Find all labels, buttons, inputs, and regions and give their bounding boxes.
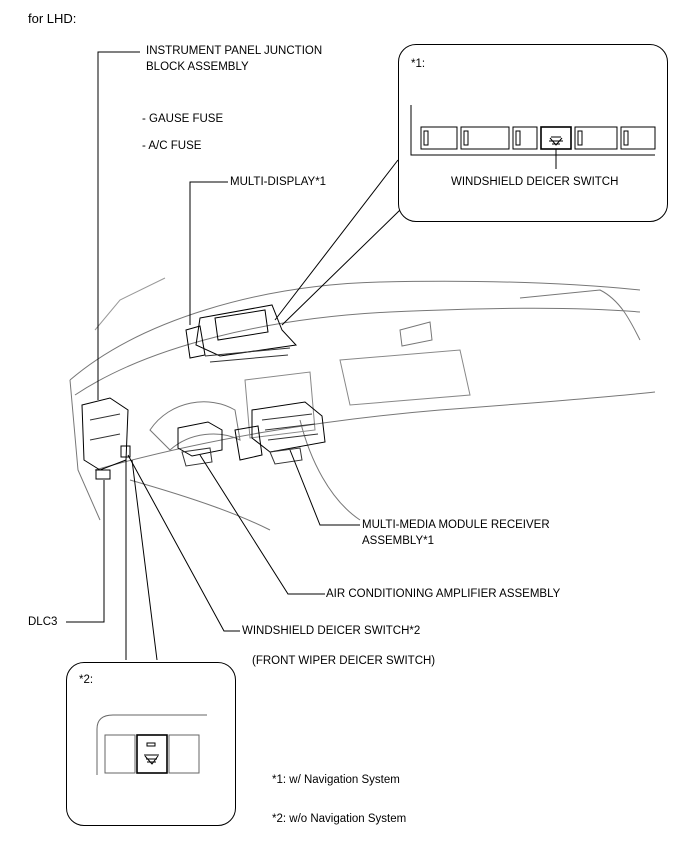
- dash-right-vent: [399, 321, 433, 347]
- deicer-switch-shape: [120, 445, 131, 458]
- leader-multimedia: [289, 449, 360, 526]
- multi-display-label: MULTI-DISPLAY*1: [230, 176, 327, 188]
- inset1-panel-art: [410, 105, 656, 169]
- leader-multi-display: [189, 181, 228, 325]
- junction-block-label-line2: BLOCK ASSEMBLY: [146, 61, 249, 73]
- note-2: *2: w/o Navigation System: [272, 813, 407, 825]
- leader-deicer-switch: [127, 454, 240, 632]
- ac-amplifier-shape: [177, 421, 223, 457]
- dash-bottom-line: [129, 479, 271, 531]
- inset2-tag: *2:: [79, 674, 94, 686]
- ac-amplifier-label: AIR CONDITIONING AMPLIFIER ASSEMBLY: [326, 588, 561, 600]
- junction-block-shape: [81, 397, 129, 471]
- dash-mid-contour: [74, 307, 641, 396]
- multimedia-label-line2: ASSEMBLY*1: [362, 535, 435, 547]
- junction-block-label-line1: INSTRUMENT PANEL JUNCTION: [146, 45, 323, 57]
- leader-inset2-b: [131, 459, 158, 661]
- front-wiper-deicer-label: (FRONT WIPER DEICER SWITCH): [252, 655, 436, 667]
- inset1-caption: WINDSHIELD DEICER SWITCH: [451, 176, 619, 188]
- ac-fuse-label: - A/C FUSE: [142, 140, 202, 152]
- multimedia-label-line1: MULTI-MEDIA MODULE RECEIVER: [362, 519, 550, 531]
- dlc3-connector-shape: [95, 469, 111, 480]
- inset1-tag: *1:: [411, 58, 426, 70]
- leader-dlc3: [66, 480, 105, 623]
- leader-inset1: [274, 159, 399, 321]
- inset2-panel-art: [96, 714, 207, 775]
- leader-ac-amplifier: [199, 454, 325, 595]
- leader-junction-block: [97, 51, 140, 400]
- multimedia-receiver-shape: [251, 401, 326, 453]
- leader-inset1-b: [281, 209, 401, 326]
- multi-display-shape: [195, 304, 298, 357]
- center-stack-outline: [339, 349, 471, 406]
- dlc3-label: DLC3: [28, 616, 58, 628]
- steering-column: [149, 401, 241, 451]
- inset2-deicer-switch-button: [136, 734, 168, 774]
- dash-lower-contour: [94, 391, 656, 471]
- dash-left-edge: [69, 379, 101, 521]
- pillar-left: [94, 277, 166, 331]
- inset2-callout: *2:: [66, 662, 236, 826]
- deicer-switch-2-label: WINDSHIELD DEICER SWITCH*2: [242, 625, 421, 637]
- center-panel: [244, 371, 316, 439]
- dash-right-hood: [519, 289, 641, 341]
- dash-console: [299, 419, 361, 521]
- inset1-callout: *1: WINDSHIELD DEICER SWITCH: [398, 44, 668, 222]
- dash-top-contour: [69, 280, 641, 381]
- header-text: for LHD:: [28, 11, 77, 26]
- note-1: *1: w/ Navigation System: [272, 774, 400, 786]
- gause-fuse-label: - GAUSE FUSE: [142, 113, 224, 125]
